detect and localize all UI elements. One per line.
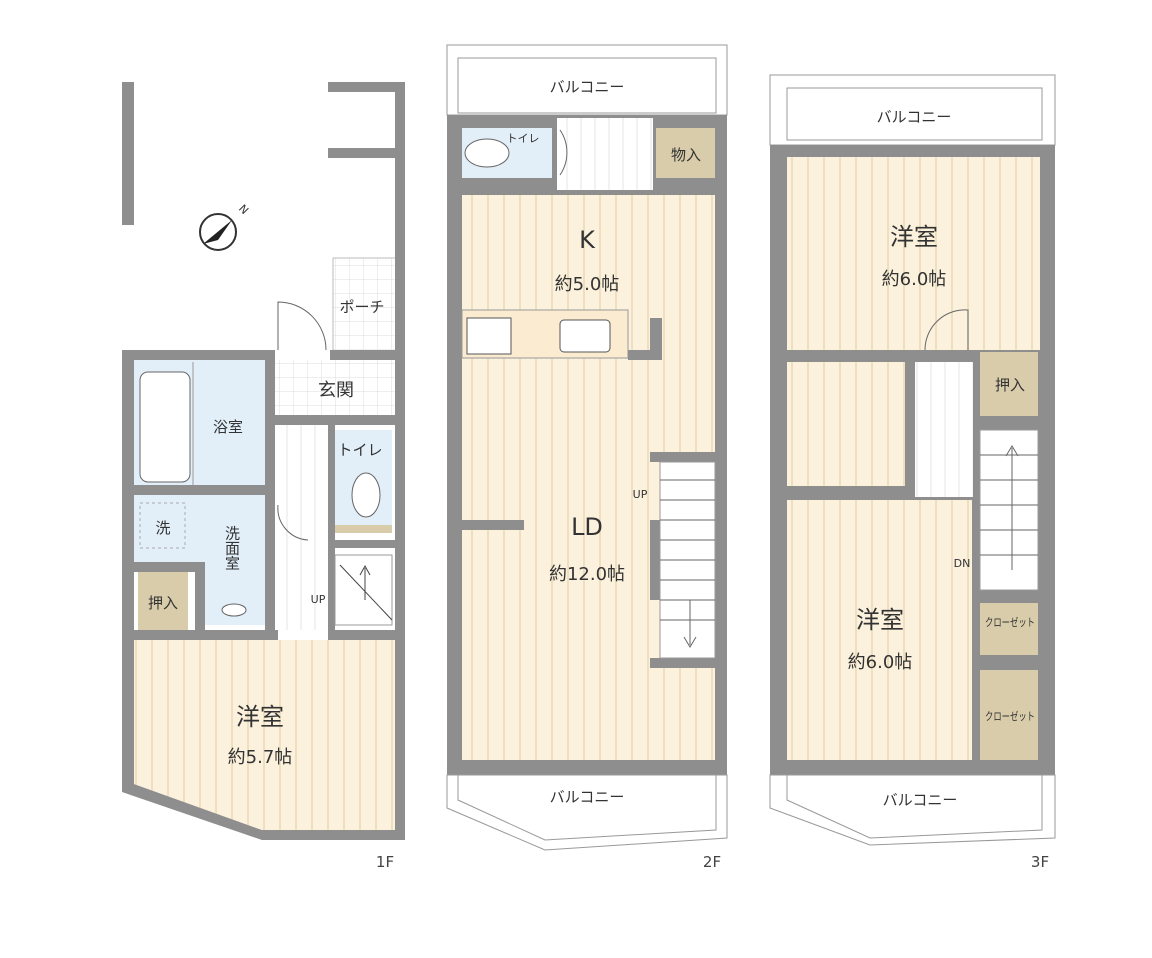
storage-2f <box>656 128 715 178</box>
entrance <box>275 360 395 415</box>
closet-3f <box>980 352 1038 416</box>
washroom-label: 洗面室 <box>223 526 241 571</box>
north-arrow-icon <box>203 220 232 244</box>
bathtub-icon <box>139 371 191 483</box>
compass-label: N <box>236 202 251 217</box>
sink-icon <box>221 603 247 617</box>
toilet-icon <box>464 138 510 168</box>
closet-label: 押入 <box>148 594 178 612</box>
balcony-top-3f <box>786 87 1043 141</box>
toilet-icon <box>351 472 381 518</box>
living-name: LD <box>571 513 603 541</box>
entrance-label: 玄関 <box>318 380 354 401</box>
balcony-bottom-2f <box>457 774 717 841</box>
balcony-top-2f <box>457 57 717 114</box>
room-name: 洋室 <box>856 606 904 634</box>
room-size: 約5.7帖 <box>228 747 293 768</box>
stairs-3f[interactable] <box>979 429 1039 591</box>
western-room-1f <box>134 640 395 830</box>
sink-icon <box>559 319 611 353</box>
stairs-down-label: DN <box>954 557 971 570</box>
porch <box>333 258 395 350</box>
washroom <box>134 495 265 570</box>
stairs-arrow-icon <box>339 564 393 621</box>
balcony-label: バルコニー <box>550 788 625 806</box>
floor-label-3f: 3F <box>1031 853 1049 871</box>
floor-1f: N ポーチ 玄関 浴室 洗 洗面室 押入 UP <box>122 82 405 871</box>
porch-label: ポーチ <box>339 298 384 316</box>
kitchen-size: 約5.0帖 <box>555 274 620 295</box>
room-size: 約6.0帖 <box>882 269 947 290</box>
wardrobe-1 <box>980 603 1038 655</box>
wardrobe-2 <box>980 670 1038 760</box>
floor-2f: バルコニー トイレ 物入 K 約5.0帖 LD 約12.0帖 UP バルコニー … <box>446 44 728 871</box>
western-room-3f-top <box>787 157 1040 350</box>
storage-label: 物入 <box>671 146 701 164</box>
wardrobe-label: クローゼット <box>985 710 1035 723</box>
hall-3f <box>915 362 973 497</box>
small-room-3f <box>787 362 905 486</box>
closet-label: 押入 <box>995 376 1025 394</box>
balcony-bottom-3f <box>786 774 1043 839</box>
closet-1f <box>138 572 188 632</box>
floor-label-2f: 2F <box>703 853 721 871</box>
room-size: 約6.0帖 <box>848 652 913 673</box>
hall-2f <box>557 118 653 190</box>
entrance-door[interactable] <box>277 301 327 351</box>
bathroom-label: 浴室 <box>213 418 243 436</box>
stove-icon <box>466 317 512 355</box>
balcony-label: バルコニー <box>877 108 952 126</box>
floor-3f: バルコニー 洋室 約6.0帖 押入 DN 洋室 約6.0帖 クローゼット クロー… <box>769 74 1056 871</box>
wardrobe-label: クローゼット <box>985 616 1035 629</box>
washer-space <box>139 502 186 549</box>
western-room-3f-bottom <box>787 500 972 760</box>
living-size: 約12.0帖 <box>549 564 625 585</box>
room-name: 洋室 <box>236 703 284 731</box>
floor-label-1f: 1F <box>376 853 394 871</box>
kitchen-name: K <box>579 226 596 254</box>
fence-wall <box>122 82 134 225</box>
compass: N <box>199 202 251 251</box>
balcony-label: バルコニー <box>550 78 625 96</box>
balcony-label: バルコニー <box>883 791 958 809</box>
washroom-door[interactable] <box>277 504 309 541</box>
washer-label: 洗 <box>155 519 170 537</box>
room-door-3f[interactable] <box>924 309 969 351</box>
toilet-door[interactable] <box>559 129 568 176</box>
room-name: 洋室 <box>890 223 938 251</box>
toilet-label: トイレ <box>337 441 382 459</box>
stairs-up-label: UP <box>633 488 648 501</box>
stairs-up-label: UP <box>311 593 326 606</box>
toilet-label: トイレ <box>507 132 540 145</box>
